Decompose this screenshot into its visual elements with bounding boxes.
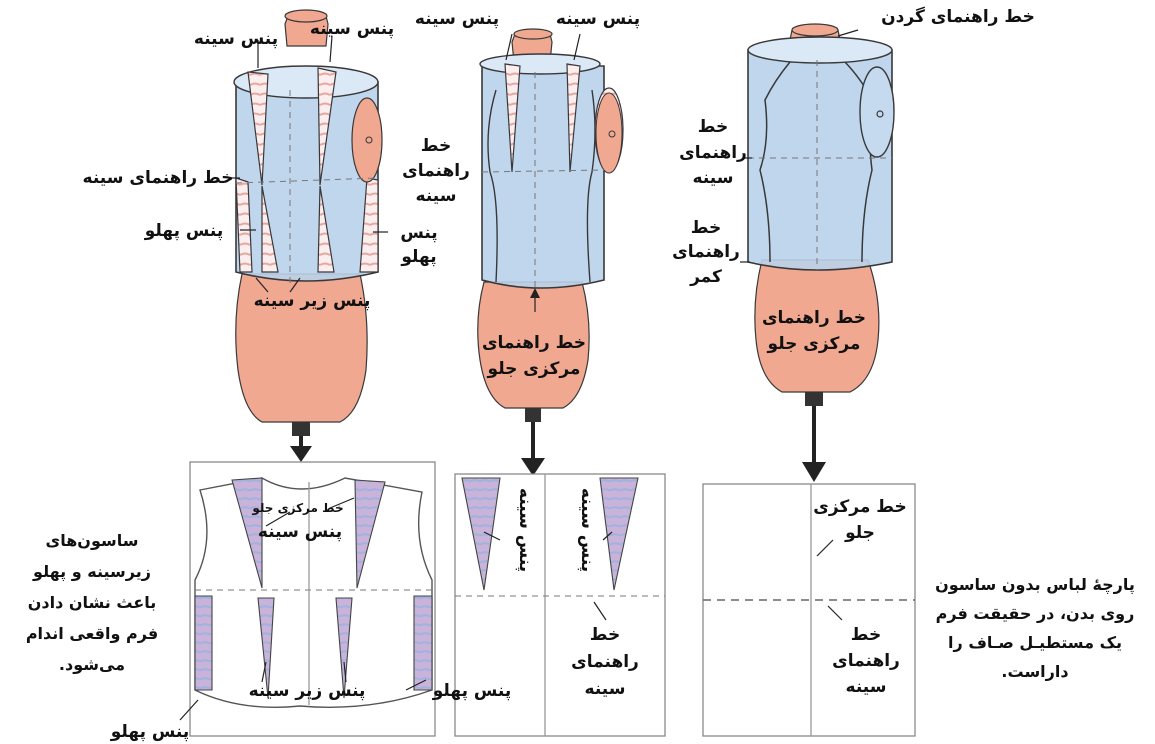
center-front-guide-label: مرکزی جلو (487, 359, 581, 379)
down-arrow-icon (802, 406, 826, 482)
bust-guide-label: خط (421, 136, 451, 156)
center-front-small-label: خط مرکزی جلو (251, 501, 343, 516)
side-dart-label: پنس پهلو (110, 722, 189, 742)
bust-dart-label: پنس سینه (415, 9, 499, 29)
down-arrow-icon (521, 422, 545, 476)
bust-guide-label: خط راهنمای سینه (83, 168, 234, 188)
bust-guide-label: راهنمای (832, 651, 900, 671)
bust-guide-label: سینه (693, 168, 734, 188)
center-front-label: جلو (844, 523, 875, 543)
bust-guide-label: خط (698, 117, 728, 137)
svg-text:می‌شود.: می‌شود. (59, 655, 125, 674)
bust-dart-label: پنس سینه (556, 9, 640, 29)
svg-text:زیرسینه و پهلو: زیرسینه و پهلو (32, 562, 151, 582)
svg-text:یک مستطیـل صـاف را: یک مستطیـل صـاف را (948, 633, 1122, 652)
side-dart-label: پهلو (400, 247, 436, 267)
down-arrow-icon (290, 436, 312, 462)
center-front-guide-label: خط راهنمای (762, 308, 866, 328)
right-caption: پارچهٔ لباس بدون ساسون روی بدن، در حقیقت… (935, 575, 1135, 681)
center-front-guide-label: خط راهنمای (482, 333, 586, 353)
under-bust-dart-label: پنس زیر سینه (254, 291, 371, 311)
waist-guide-label: راهنمای (672, 242, 740, 262)
bust-dart-label: پنس سینه (515, 488, 535, 572)
bust-guide-label: سینه (585, 679, 626, 699)
bust-guide-label: راهنمای (679, 143, 747, 163)
waist-guide-label: خط (691, 218, 721, 238)
center-front-label: خط مرکزی (813, 497, 907, 517)
bust-guide-label: راهنمای (402, 161, 470, 181)
side-dart-label: پنس (400, 223, 437, 243)
svg-text:فرم واقعی اندام: فرم واقعی اندام (26, 624, 158, 643)
bust-dart-label: پنس سینه (577, 488, 597, 572)
bust-guide-label: خط (590, 625, 620, 645)
side-dart-label: پنس پهلو (432, 681, 511, 701)
neck-guide-label: خط راهنمای گردن (881, 6, 1035, 27)
bust-guide-label: خط (851, 625, 881, 645)
svg-text:داراست.: داراست. (1001, 662, 1068, 681)
dress-form-side-and-underbust-darts (234, 10, 382, 436)
bust-dart-label: پنس سینه (258, 522, 342, 542)
plain-pattern-panel (703, 484, 915, 736)
svg-text:روی بدن، در حقیقت فرم: روی بدن، در حقیقت فرم (936, 604, 1135, 623)
bust-dart-label: پنس سینه (310, 19, 394, 39)
waist-guide-label: کمر (689, 267, 722, 287)
side-dart-label: پنس پهلو (144, 221, 223, 241)
center-front-guide-label: مرکزی جلو (767, 334, 861, 354)
under-bust-dart-label: پنس زیر سینه (249, 681, 366, 701)
svg-text:باعث نشان دادن: باعث نشان دادن (28, 593, 157, 612)
svg-text:ساسون‌های: ساسون‌های (46, 531, 139, 550)
bust-guide-label: سینه (846, 677, 887, 697)
bust-guide-label: راهنمای (571, 652, 639, 672)
svg-text:پارچهٔ لباس بدون ساسون: پارچهٔ لباس بدون ساسون (935, 575, 1135, 595)
bust-guide-label: سینه (416, 186, 457, 206)
bust-dart-label: پنس سینه (194, 29, 278, 49)
left-caption: ساسون‌های زیرسینه و پهلو باعث نشان دادن … (26, 531, 158, 674)
